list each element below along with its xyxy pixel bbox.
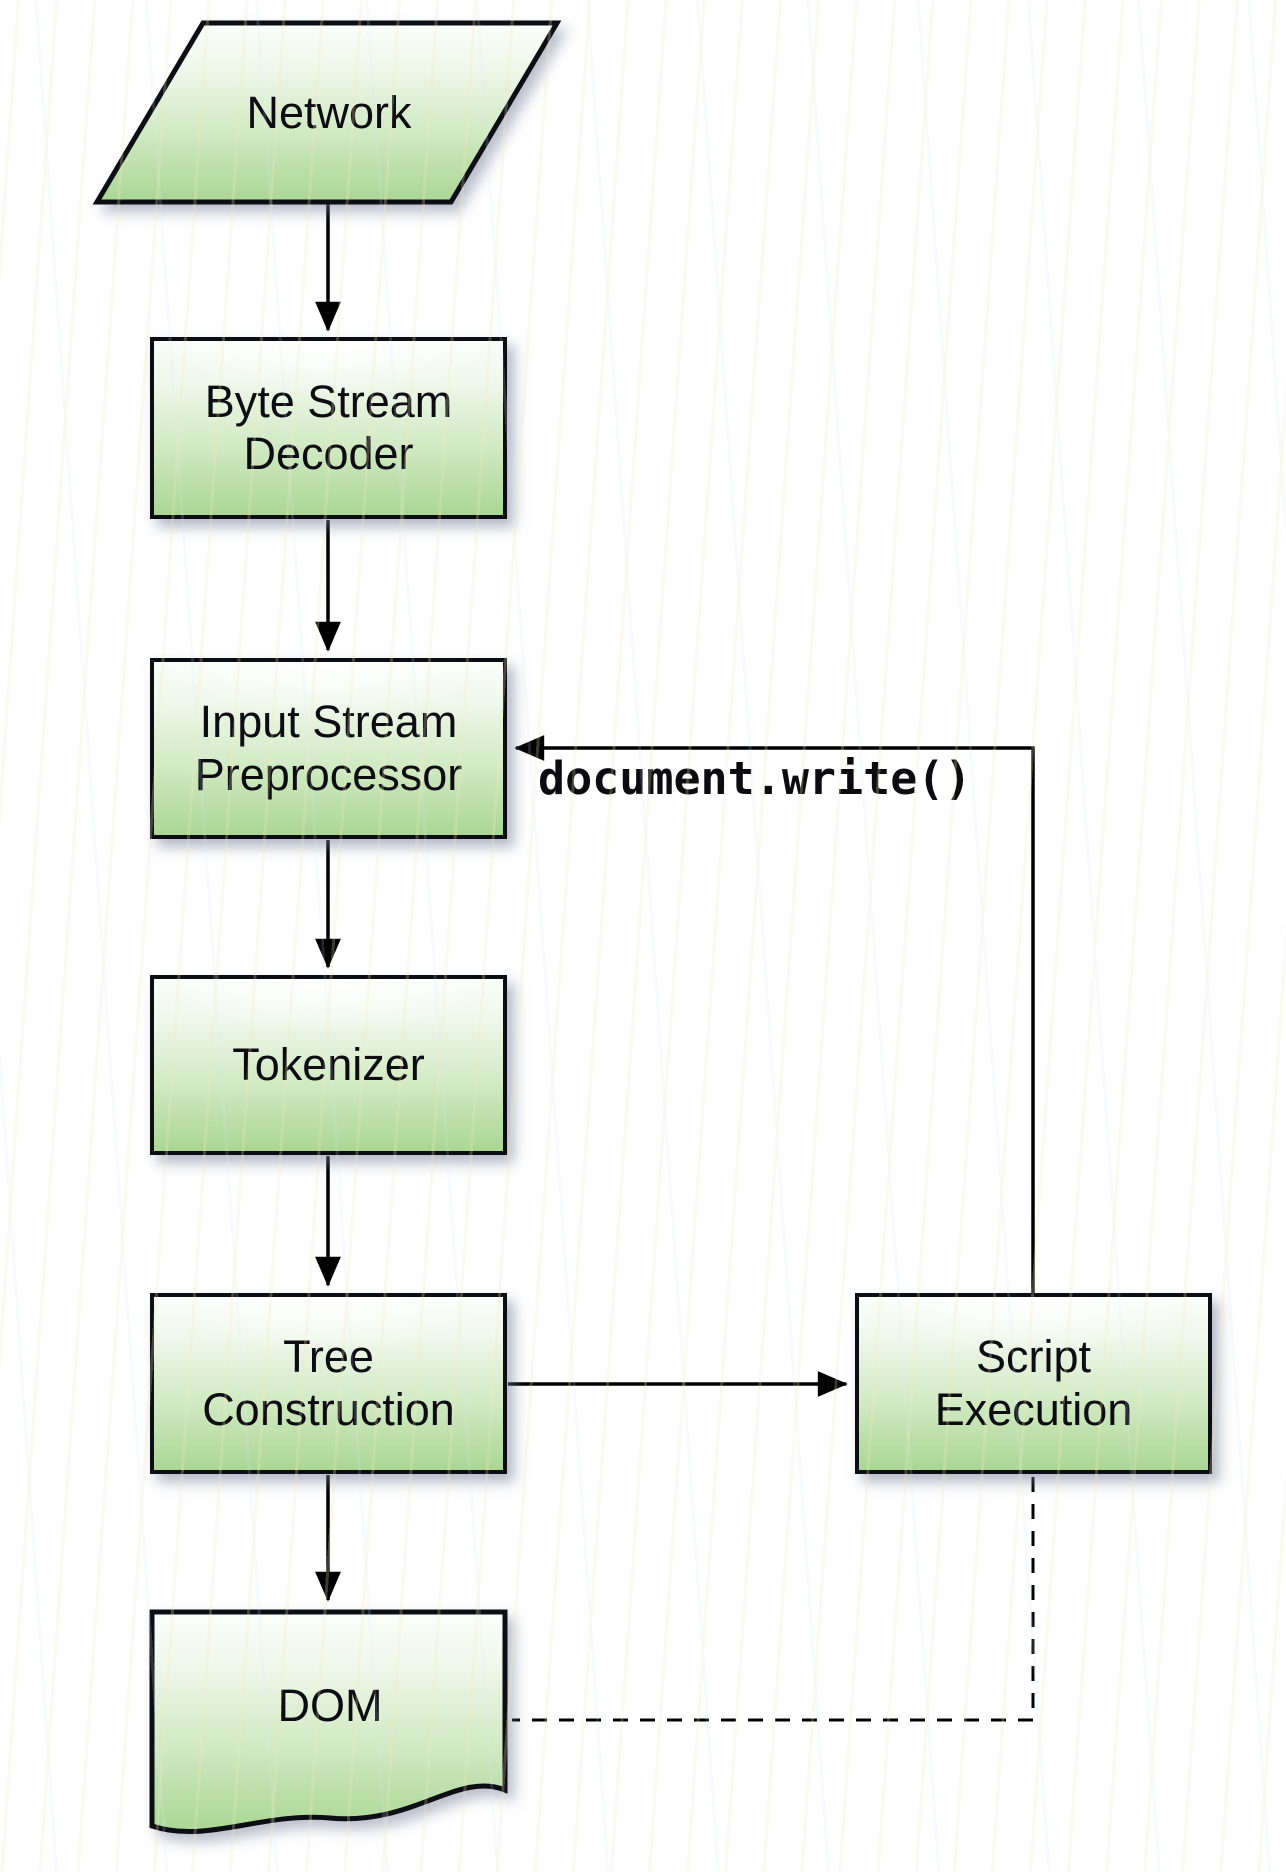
dashed-link-script-to-dom [512,1477,1035,1722]
network-label: Network [246,86,412,138]
tokenizer-label: Tokenizer [232,1038,425,1090]
node-byte-stream-decoder: Byte Stream Decoder [150,337,507,519]
node-script-execution: Script Execution [855,1293,1212,1474]
tree-construction-label: Tree Construction [202,1331,455,1435]
document-shape [149,1609,508,1835]
node-tokenizer: Tokenizer [150,975,507,1155]
node-tree-construction: Tree Construction [150,1293,507,1474]
node-input-stream-preprocessor: Input Stream Preprocessor [150,658,507,839]
node-network: Network [92,20,564,206]
edge-label-document-write: document.write() [538,752,972,805]
dom-label: DOM [277,1679,383,1731]
parallelogram-shape [92,20,562,205]
script-execution-label: Script Execution [934,1331,1133,1435]
input-stream-preprocessor-label: Input Stream Preprocessor [194,696,463,800]
byte-stream-decoder-label: Byte Stream Decoder [204,375,453,479]
node-dom: DOM [148,1608,512,1858]
feedback-arrow-script-to-preprocessor [514,735,1035,1294]
